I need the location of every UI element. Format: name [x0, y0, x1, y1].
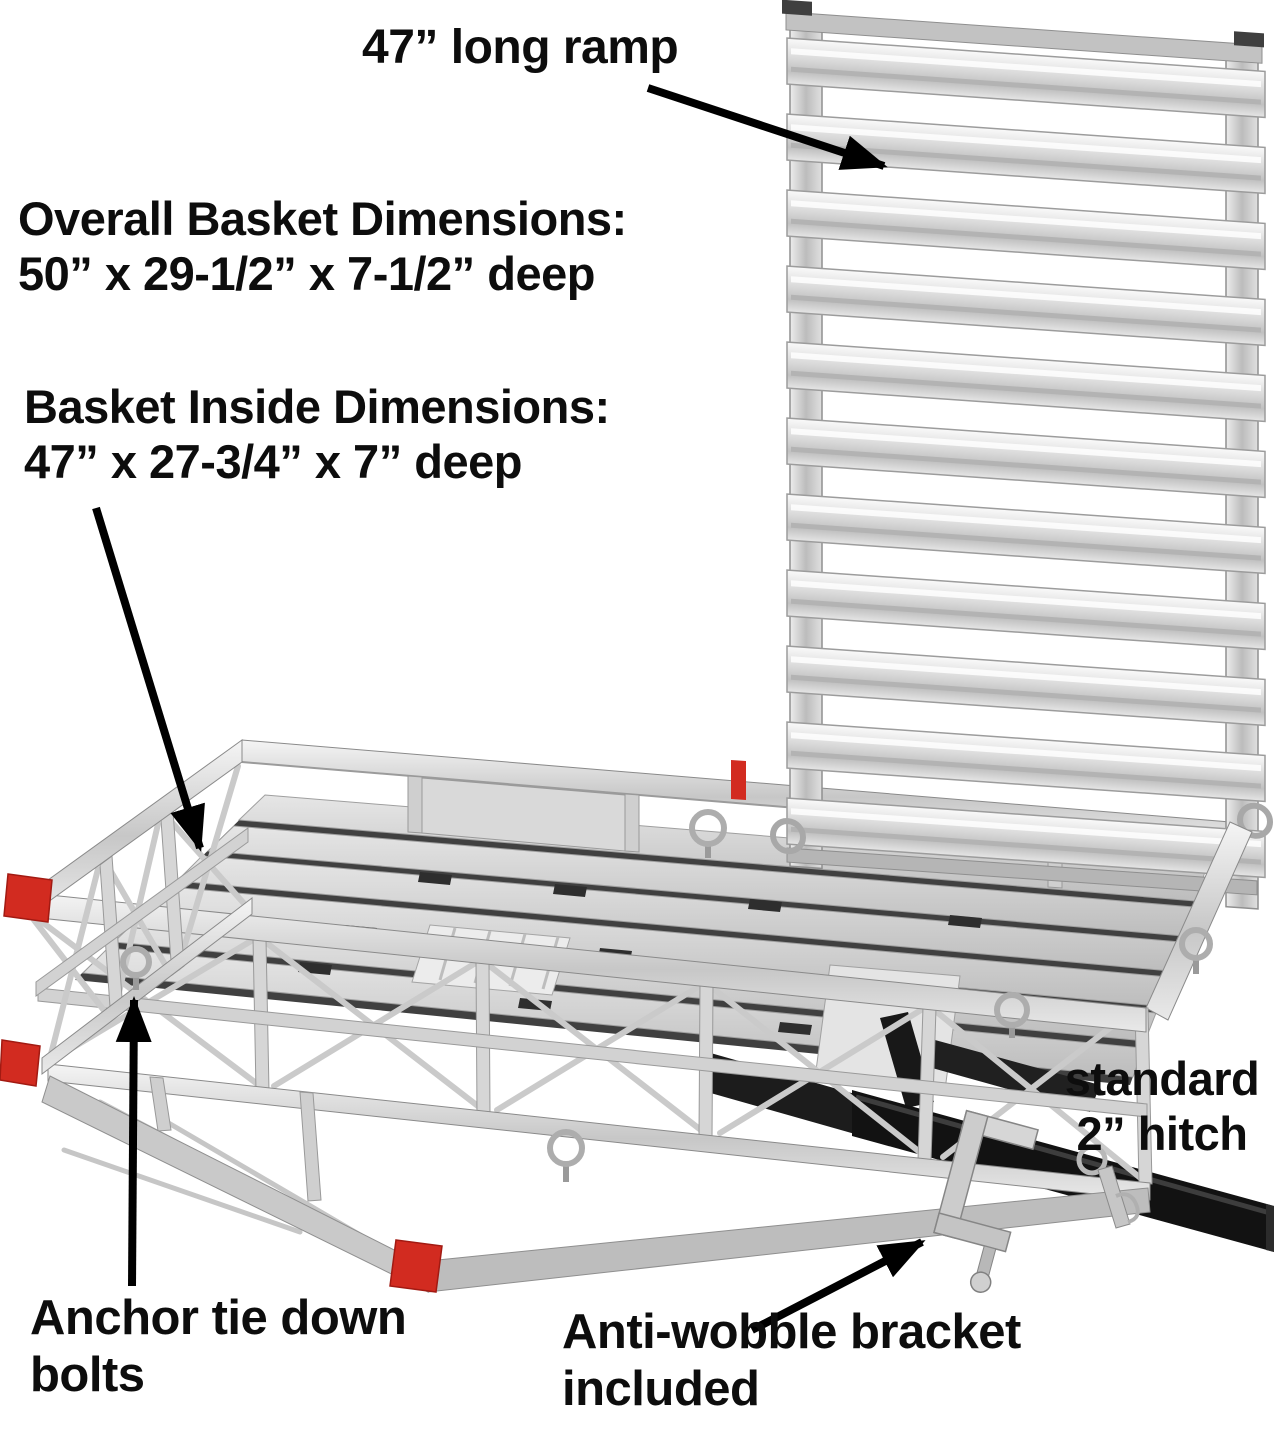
red-reflector	[731, 760, 746, 800]
inside-dimensions-arrow	[92, 506, 205, 852]
anchor-bolts-label: Anchor tie down bolts	[30, 1290, 407, 1404]
anchor-tie-down-rings	[120, 809, 1213, 1182]
under-frame-stub	[149, 1076, 172, 1132]
anti-wobble-line2: included	[562, 1361, 760, 1416]
ramp-corner-tip	[782, 0, 812, 16]
ramp-length-label: 47” long ramp	[362, 20, 679, 76]
anti-wobble-line1: Anti-wobble bracket	[562, 1305, 1021, 1359]
corner-cap	[0, 1039, 41, 1087]
loading-ramp	[770, 0, 1273, 910]
overall-dimensions-title: Overall Basket Dimensions:	[18, 192, 627, 245]
anchor-bolts-arrow	[115, 996, 152, 1287]
red-corner-caps	[0, 873, 443, 1293]
hitch-size-label: standard 2” hitch	[1036, 1052, 1287, 1161]
inside-dimensions-label: Basket Inside Dimensions: 47” x 27-3/4” …	[24, 380, 610, 489]
ramp-bottom-bar	[786, 847, 1258, 896]
corner-cap	[3, 873, 53, 923]
clamp-knob	[969, 1271, 992, 1293]
hitch-tube-end	[1266, 1204, 1274, 1252]
tie-down-ring	[547, 1129, 585, 1167]
basket-front-wall	[29, 892, 1153, 1201]
hitch-pin	[1076, 1144, 1140, 1229]
basket-right-rim	[1145, 821, 1253, 1021]
inside-dimensions-title: Basket Inside Dimensions:	[24, 380, 610, 433]
anti-wobble-arrow	[750, 1238, 926, 1334]
anti-wobble-bracket	[933, 1109, 1039, 1293]
hitch-size-line1: standard	[1064, 1052, 1260, 1105]
basket-left-wall	[29, 739, 253, 1076]
ramp-corner-tip	[1234, 31, 1264, 48]
tie-down-ring	[1179, 927, 1213, 961]
back-wall-post	[407, 775, 423, 834]
ramp-arrow	[646, 84, 888, 170]
under-frame-stub	[299, 1091, 322, 1202]
tie-down-ring	[120, 946, 152, 978]
left-wall-bottom-rail	[41, 896, 253, 1076]
overall-dimensions-value: 50” x 29-1/2” x 7-1/2” deep	[18, 246, 595, 300]
anchor-bolts-line2: bolts	[30, 1347, 145, 1402]
ramp-length-text: 47” long ramp	[362, 21, 679, 74]
hitch-size-line2: 2” hitch	[1076, 1106, 1248, 1160]
front-wall-bottom-rail	[47, 1063, 1151, 1201]
ramp-pin-ring	[770, 818, 806, 855]
front-wall-mid-rail	[37, 987, 1148, 1118]
inside-dimensions-value: 47” x 27-3/4” x 7” deep	[24, 434, 522, 488]
tie-down-ring	[689, 809, 727, 847]
ramp-treads	[787, 38, 1265, 877]
tie-down-ring	[994, 992, 1030, 1028]
overall-dimensions-label: Overall Basket Dimensions: 50” x 29-1/2”…	[18, 192, 627, 301]
basket-under-frame	[41, 1075, 1151, 1293]
ramp-pin-ring	[1237, 802, 1273, 839]
corner-cap	[389, 1239, 443, 1293]
callout-arrows	[92, 84, 926, 1334]
anchor-bolts-line1: Anchor tie down	[30, 1291, 407, 1345]
hitch-tube	[852, 1090, 1274, 1252]
left-wall-mid-rail	[35, 827, 249, 997]
anti-wobble-label: Anti-wobble bracket included	[562, 1304, 1021, 1418]
under-frame-skid-front	[417, 1187, 1151, 1293]
back-wall-post	[624, 793, 640, 853]
ramp-top-cap	[785, 11, 1263, 64]
